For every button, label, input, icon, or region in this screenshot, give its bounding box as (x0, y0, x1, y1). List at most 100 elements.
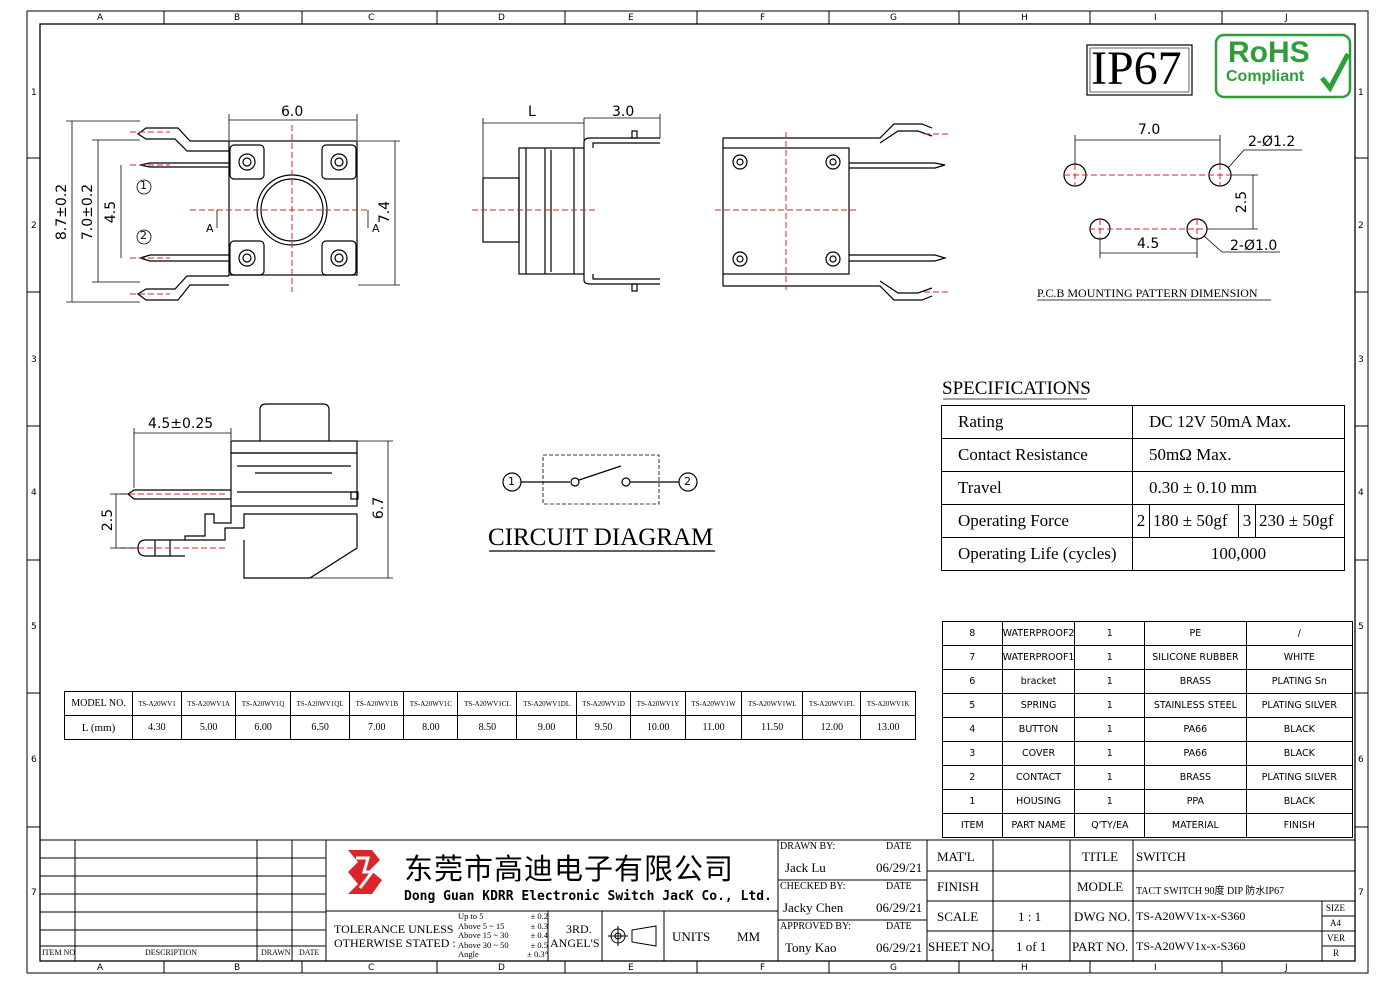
tolerance-label-2: OTHERWISE STATED : (334, 936, 456, 950)
spec-force-code: 2 (1132, 504, 1150, 538)
bom-cell-qty: 1 (1074, 789, 1146, 814)
grid-col-label: D (498, 13, 505, 23)
bom-cell-item: 3 (942, 741, 1003, 766)
dim-height-8-7: 8.7±0.2 (54, 183, 70, 241)
circuit-node-1: 1 (508, 475, 515, 488)
dim-L: L (528, 104, 536, 120)
bom-cell-material: PPA (1144, 789, 1247, 814)
rev-item-label: ITEM NO (42, 948, 76, 957)
size-value: A4 (1330, 918, 1341, 928)
grid-col-label: I (1154, 963, 1157, 973)
bom-cell-item: 2 (942, 765, 1003, 790)
model-name-cell: TS-A20WV1CL (457, 691, 518, 716)
model-name-cell: TS-A20WV1A (180, 691, 237, 716)
grid-row-label: 3 (31, 355, 37, 365)
model-value: TACT SWITCH 90度 DIP 防水IP67 (1136, 886, 1285, 897)
bom-cell-finish: BLACK (1245, 789, 1354, 814)
scale-label: SCALE (937, 909, 979, 924)
specifications-title: SPECIFICATIONS (942, 378, 1091, 399)
title-label: TITLE (1082, 849, 1119, 864)
company-name-en: Dong Guan KDRR Electronic Switch JacK Co… (404, 889, 772, 904)
bom-cell-item: 7 (942, 645, 1003, 670)
dim-2-5: 2.5 (100, 508, 116, 532)
grid-col-label: B (234, 13, 241, 23)
model-value-cell: 8.00 (403, 715, 459, 740)
grid-col-label: G (890, 963, 897, 973)
dim-width: 6.0 (281, 104, 304, 120)
grid-col-label: J (1285, 13, 1288, 23)
pcb-dim-2-5: 2.5 (1234, 190, 1250, 214)
rohs-logo-subtitle: Compliant (1226, 68, 1305, 85)
scale-value: 1 : 1 (1018, 909, 1042, 924)
tolerance-row: Above 5 ~ 15± 0.3 (458, 920, 548, 932)
bom-cell-part: COVER (1001, 741, 1076, 766)
grid-col-label: C (368, 963, 375, 973)
bom-cell-material: PE (1144, 621, 1247, 646)
grid-col-label: F (760, 13, 766, 23)
spec-force-value: 230 ± 50gf (1255, 504, 1345, 538)
grid-row-label: 7 (31, 888, 37, 898)
section-mark-left: A (206, 222, 214, 235)
spec-label: Operating Force (941, 504, 1133, 538)
bom-cell-material: BRASS (1144, 669, 1247, 694)
pcb-dim-4-5: 4.5 (1137, 236, 1160, 252)
bom-header-part: PART NAME (1001, 813, 1076, 838)
model-value-cell: 5.00 (180, 715, 237, 740)
title-value: SWITCH (1136, 849, 1186, 864)
checked-name: Jacky Chen (783, 900, 844, 915)
tolerance-row: Above 30 ~ 50± 0.5 (458, 940, 548, 951)
bom-cell-item: 4 (942, 717, 1003, 742)
spec-value: 100,000 (1132, 537, 1345, 571)
grid-row-label: 2 (1358, 221, 1364, 231)
tolerance-row: Up to 5± 0.2 (458, 911, 548, 922)
spec-value: 0.30 ± 0.10 mm (1132, 471, 1345, 505)
spec-label: Contact Resistance (941, 438, 1133, 472)
model-name-cell: TS-A20WV1FL (802, 691, 862, 716)
part-no-label: PART NO. (1072, 939, 1129, 954)
grid-col-label: B (234, 963, 241, 973)
bom-cell-material: STAINLESS STEEL (1144, 693, 1247, 718)
tolerance-range: Up to 5 (458, 911, 484, 921)
spec-value: DC 12V 50mA Max. (1132, 405, 1345, 439)
spec-label: Operating Life (cycles) (941, 537, 1133, 571)
bom-cell-part: HOUSING (1001, 789, 1076, 814)
tolerance-row: Angle± 0.3° (458, 949, 548, 960)
model-name-cell: TS-A20WV1B (349, 691, 405, 716)
bom-header-material: MATERIAL (1144, 813, 1247, 838)
drawn-name: Jack Lu (785, 860, 826, 875)
model-name-cell: TS-A20WV1QL (289, 691, 351, 716)
bom-cell-qty: 1 (1074, 693, 1146, 718)
model-name-cell: TS-A20WV1W (684, 691, 743, 716)
grid-row-label: 5 (1358, 622, 1364, 632)
bom-cell-material: BRASS (1144, 765, 1247, 790)
grid-col-label: G (890, 13, 897, 23)
model-name-cell: TS-A20WV1Y (630, 691, 686, 716)
bom-cell-finish: BLACK (1245, 741, 1354, 766)
bom-cell-item: 6 (942, 669, 1003, 694)
model-row-label: L (mm) (63, 715, 134, 740)
grid-col-label: E (628, 13, 634, 23)
grid-col-label: H (1021, 963, 1028, 973)
bom-cell-material: PA66 (1144, 717, 1247, 742)
checked-date-label: DATE (886, 881, 912, 892)
bom-cell-qty: 1 (1074, 645, 1146, 670)
checked-date: 06/29/21 (876, 900, 923, 915)
grid-row-label: 7 (1358, 888, 1364, 898)
spec-force-value: 180 ± 50gf (1149, 504, 1239, 538)
tolerance-range: Above 5 ~ 15 (458, 920, 505, 931)
tolerance-row: Above 15 ~ 30± 0.4 (458, 930, 548, 941)
rev-drawn-label: DRAWN (261, 948, 291, 957)
size-label: SIZE (1326, 903, 1345, 913)
version-label: VER (1327, 933, 1345, 943)
tolerance-value: ± 0.4 (530, 930, 548, 940)
model-value-cell: 4.30 (132, 715, 182, 740)
